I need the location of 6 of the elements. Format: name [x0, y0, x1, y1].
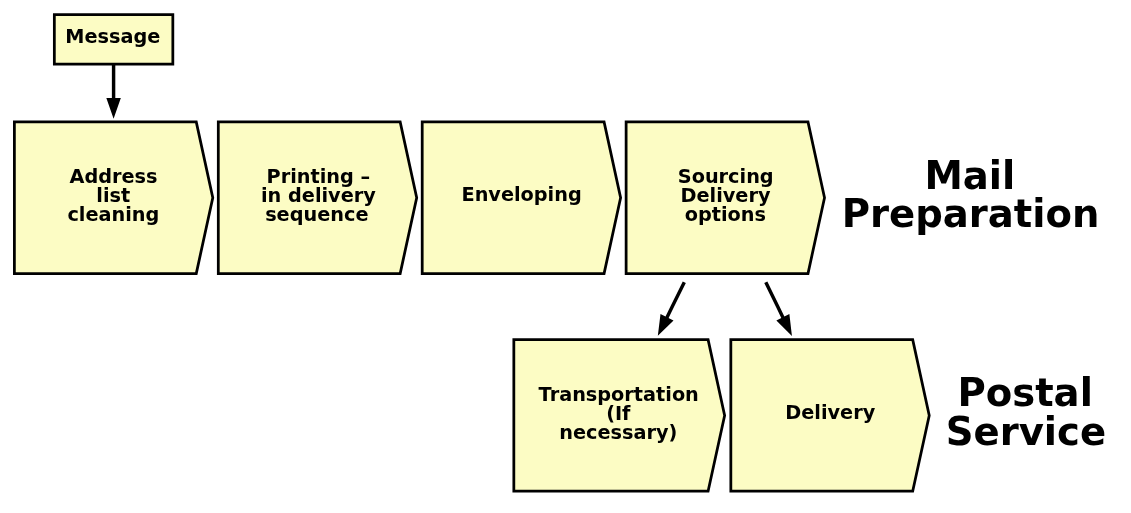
- arrow: [106, 63, 121, 119]
- node-box: Message: [52, 12, 175, 65]
- arrow: [764, 280, 792, 336]
- arrow: [657, 280, 686, 336]
- label: Mail Preparation: [841, 152, 1100, 236]
- label: Postal Service: [945, 369, 1107, 454]
